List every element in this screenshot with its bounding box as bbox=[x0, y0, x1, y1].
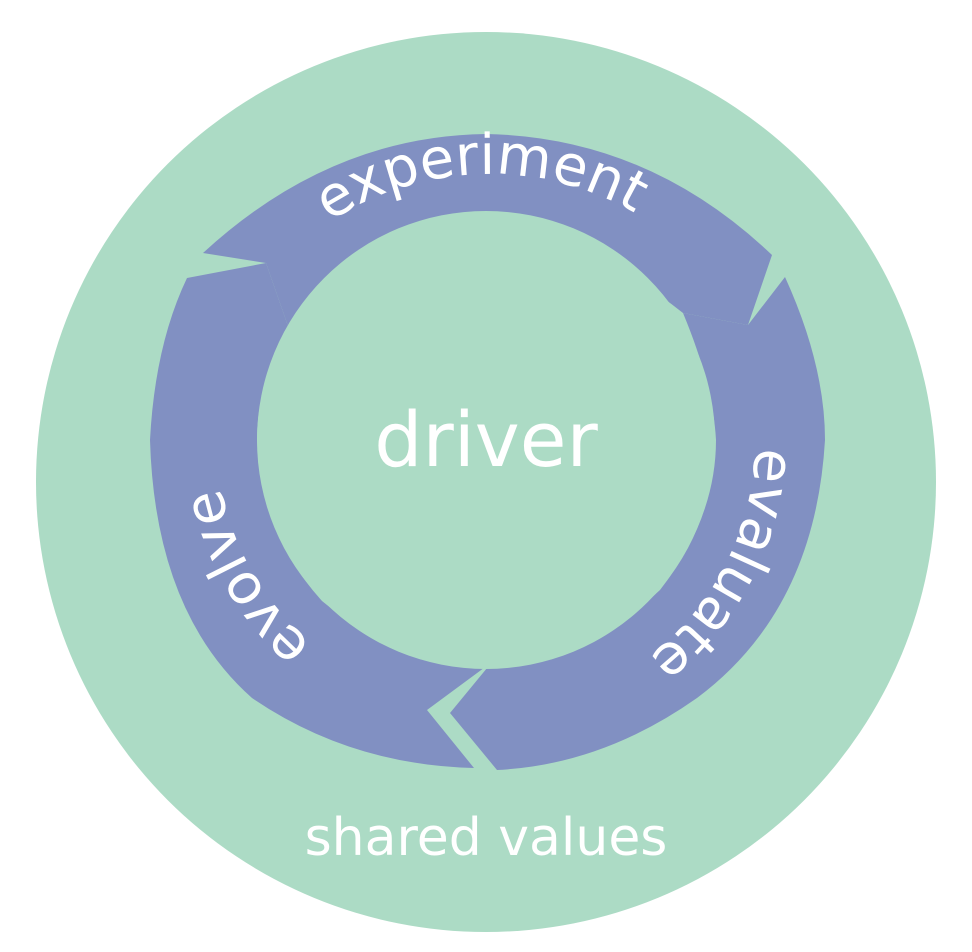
arrow-segment-evolve bbox=[150, 263, 492, 768]
driver-circle bbox=[257, 211, 715, 669]
center-label: driver bbox=[374, 395, 598, 484]
arrow-segment-evaluate bbox=[450, 277, 825, 770]
outer-label: shared values bbox=[305, 808, 668, 868]
